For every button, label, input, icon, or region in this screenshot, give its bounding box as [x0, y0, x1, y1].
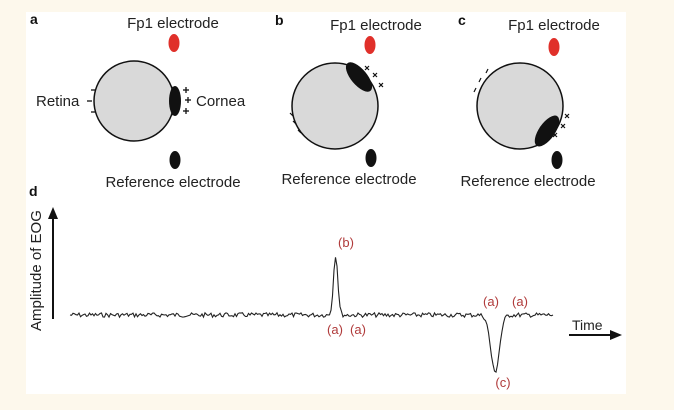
panel-b-letter: b — [275, 12, 284, 28]
negative-charges-b — [289, 112, 302, 134]
negative-charges-c — [473, 68, 489, 93]
eog-trace-line — [69, 257, 554, 374]
annotation-a-after-b: (a) — [350, 322, 366, 337]
retina-negative-charges-a — [87, 89, 96, 113]
panel-a: a Fp1 electrode Retina Cornea Reference … — [30, 11, 246, 191]
panel-a-letter: a — [30, 11, 38, 27]
reference-electrode-c — [551, 151, 563, 169]
annotation-c-trough: (c) — [495, 375, 510, 390]
fp1-label-c: Fp1 electrode — [508, 17, 600, 34]
cornea-positive-charges-a — [183, 87, 191, 114]
cornea-label: Cornea — [196, 93, 246, 110]
time-arrowhead-icon — [610, 330, 622, 340]
x-axis-label: Time — [572, 317, 603, 333]
fp1-label-b: Fp1 electrode — [330, 17, 422, 34]
annotation-a-before-b: (a) — [327, 322, 343, 337]
annotation-b-peak: (b) — [338, 235, 354, 250]
fp1-label-a: Fp1 electrode — [127, 15, 219, 32]
y-axis-label: Amplitude of EOG — [28, 210, 45, 331]
cornea-shape-a — [169, 86, 181, 116]
fp1-electrode-a — [168, 34, 180, 52]
fp1-electrode-c — [548, 38, 560, 56]
annotation-a-before-c: (a) — [483, 294, 499, 309]
positive-charges-b — [364, 65, 384, 88]
panel-b: b Fp1 electrode Reference electrode — [275, 12, 422, 188]
ref-label-a: Reference electrode — [105, 174, 240, 191]
reference-electrode-a — [169, 151, 181, 169]
cornea-c — [534, 115, 560, 147]
ref-label-b: Reference electrode — [281, 171, 416, 188]
fp1-electrode-b — [364, 36, 376, 54]
cornea-b — [345, 62, 373, 92]
panel-c: c Fp1 electrode Reference electrode — [458, 12, 600, 190]
ref-label-c: Reference electrode — [460, 173, 595, 190]
y-axis-arrowhead-icon — [48, 207, 58, 219]
panel-d: d Amplitude of EOG (b) (a) (a) (a) (a) (… — [28, 183, 622, 390]
panel-c-letter: c — [458, 12, 466, 28]
eyeball-a — [93, 60, 175, 142]
panel-d-letter: d — [29, 183, 38, 199]
reference-electrode-b — [365, 149, 377, 167]
positive-charges-c — [552, 113, 570, 138]
annotation-a-after-c: (a) — [512, 294, 528, 309]
retina-label: Retina — [36, 93, 80, 110]
